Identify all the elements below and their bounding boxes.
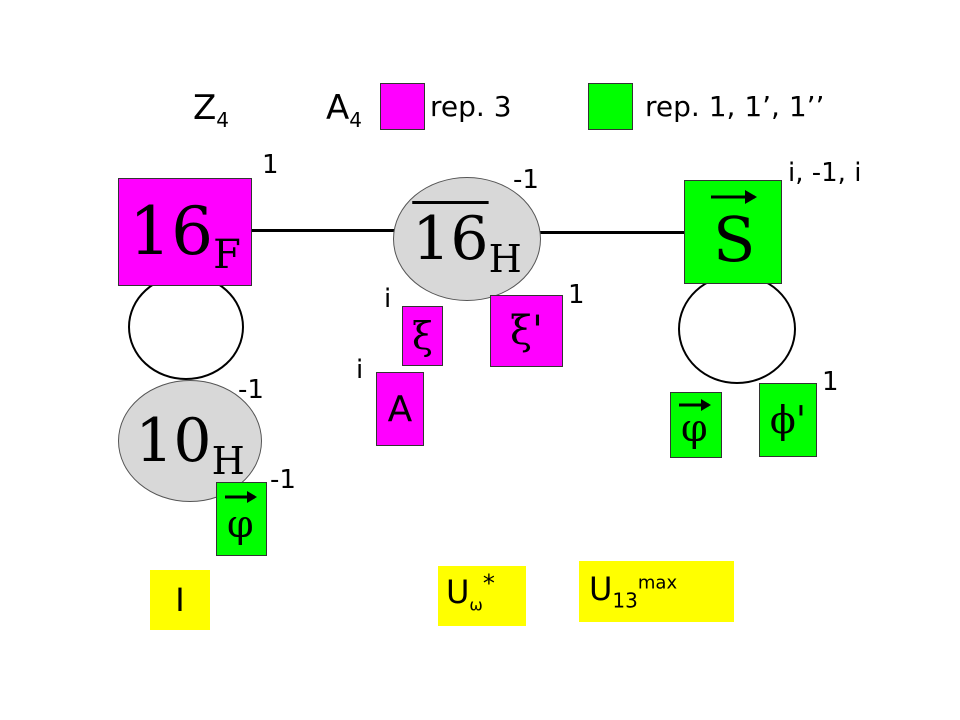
s-vector-arrow-icon <box>711 190 757 204</box>
field-phi-prime-charge: 1 <box>822 367 839 397</box>
a4-label: A4 <box>326 88 362 130</box>
field-phi-vector-left: φ <box>216 482 267 556</box>
node-10h-charge: -1 <box>238 375 264 405</box>
field-xi-symbol: ξ <box>412 314 433 358</box>
line-16f-16h <box>250 229 395 232</box>
node-s-charge: i, -1, i <box>788 158 862 188</box>
identity-box: I <box>150 570 210 630</box>
line-16h-s <box>540 231 685 234</box>
u13-main: U <box>589 570 613 608</box>
node-s-main: S <box>713 203 756 276</box>
node-10h-main: 10 <box>135 406 212 476</box>
field-xi-prime-symbol: ξ' <box>509 308 544 354</box>
field-xi-prime-charge: 1 <box>568 280 585 310</box>
field-phi-prime: ϕ' <box>759 383 817 457</box>
node-10h: 10H <box>118 380 262 502</box>
node-16f-main: 16 <box>129 193 214 270</box>
field-a-symbol: A <box>387 388 413 430</box>
u-omega-box: Uω* <box>438 566 526 626</box>
u-omega-sup: * <box>482 569 495 598</box>
node-16h-main: 16 <box>412 204 489 274</box>
node-16h-charge: -1 <box>513 165 539 195</box>
field-xi: ξ <box>402 306 443 366</box>
rep3-swatch <box>380 83 425 130</box>
field-phi-right-symbol: φ <box>681 406 708 450</box>
phi-right-vector-arrow-icon <box>679 399 711 411</box>
node-s: S <box>684 180 782 284</box>
rep1-swatch <box>588 83 633 130</box>
field-xi-prime: ξ' <box>490 295 563 367</box>
field-phi-prime-symbol: ϕ' <box>769 398 807 442</box>
loop-right <box>678 274 796 384</box>
rep3-label: rep. 3 <box>430 90 512 123</box>
u-omega-main: U <box>446 573 470 611</box>
node-16h-sub: H <box>488 237 522 281</box>
field-xi-charge: i <box>384 284 392 314</box>
z-letter: Z <box>193 88 217 128</box>
loop-left <box>128 274 244 380</box>
z-subscript: 4 <box>216 107 230 132</box>
z4-label: Z4 <box>193 88 229 130</box>
field-phi-left-symbol: φ <box>227 502 254 546</box>
u13-sup: max <box>637 572 678 594</box>
phi-left-vector-arrow-icon <box>225 491 257 503</box>
rep1-label: rep. 1, 1’, 1’’ <box>645 90 825 123</box>
field-phi-left-charge: -1 <box>270 465 296 495</box>
u-omega-sub: ω <box>469 595 483 615</box>
node-16f-sub: F <box>213 232 241 279</box>
u13-sub: 13 <box>612 588 638 613</box>
identity-symbol: I <box>175 581 185 619</box>
field-a: A <box>376 372 424 446</box>
a-subscript: 4 <box>349 107 362 132</box>
node-16h: 16H <box>393 177 541 301</box>
node-16f-charge: 1 <box>262 150 279 180</box>
field-phi-vector-right: φ <box>670 392 722 458</box>
a-letter: A <box>326 88 350 128</box>
node-10h-sub: H <box>211 439 245 483</box>
node-16f: 16F <box>118 178 252 286</box>
field-a-charge: i <box>356 355 364 385</box>
u13-max-box: U13max <box>579 561 734 622</box>
